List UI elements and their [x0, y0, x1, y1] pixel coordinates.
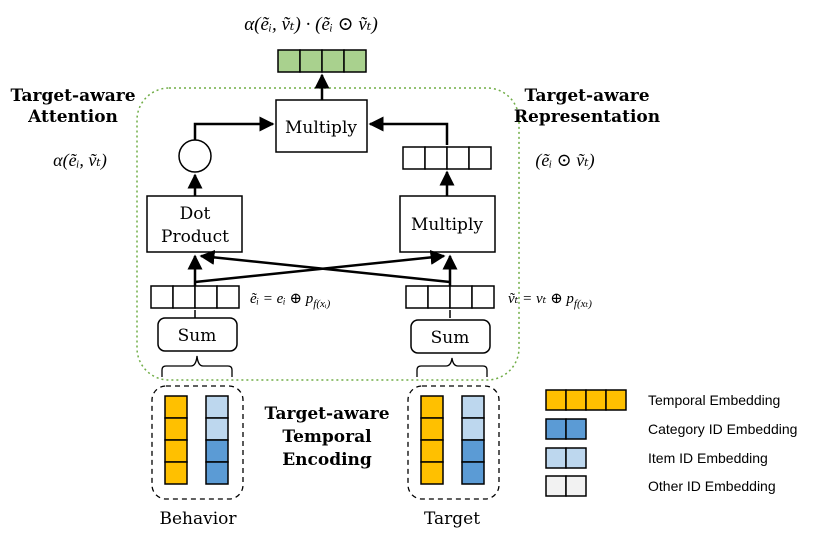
representation-label-line1: Target-aware	[524, 86, 649, 106]
legend-item-item: Item ID Embedding	[545, 447, 768, 469]
sum-right-box	[410, 319, 491, 354]
behavior-embedding-formula: ẽᵢ = eᵢ ⊕ pf(xᵢ)	[250, 291, 331, 310]
target-group-box	[407, 385, 500, 500]
dot-product-box	[146, 195, 243, 253]
attention-weight-formula: α(ẽᵢ, ṽₜ)	[53, 150, 107, 171]
arrow-product-to-multiply	[368, 116, 449, 145]
legend-label-other: Other ID Embedding	[648, 478, 776, 494]
behavior-id-column	[205, 395, 229, 485]
legend: Temporal Embedding Category ID Embedding…	[545, 389, 797, 497]
encoding-label-line1: Target-aware	[264, 404, 389, 424]
target-label: Target	[424, 509, 480, 529]
legend-item-category: Category ID Embedding	[545, 418, 797, 440]
legend-label-item: Item ID Embedding	[648, 450, 768, 466]
multiply-right-label: Multiply	[411, 215, 483, 235]
multiply-right-box	[399, 195, 496, 253]
sum-left-box	[157, 317, 238, 352]
multiply-top-label: Multiply	[285, 118, 357, 138]
output-formula: α(ẽᵢ, ṽₜ) · (ẽᵢ ⊙ ṽₜ)	[244, 14, 378, 35]
legend-item-other: Other ID Embedding	[545, 475, 776, 497]
product-vector	[402, 146, 492, 170]
target-embedding-formula: ṽₜ = vₜ ⊕ pf(xₜ)	[508, 291, 592, 310]
brace-left	[161, 355, 233, 377]
target-id-column	[461, 395, 485, 485]
attention-weight-circle	[178, 139, 212, 173]
sum-left-label: Sum	[178, 326, 217, 346]
brace-right	[416, 357, 488, 377]
dot-product-label-line1: Dot	[180, 204, 211, 224]
arrow-target-to-dot	[199, 249, 451, 284]
target-temporal-column	[420, 395, 444, 485]
sum-right-label: Sum	[431, 328, 470, 348]
behavior-temporal-column	[164, 395, 188, 485]
behavior-group-box	[151, 385, 244, 500]
legend-label-temporal: Temporal Embedding	[648, 392, 780, 408]
multiply-top-box	[275, 99, 368, 153]
attention-label-line2: Attention	[27, 107, 118, 127]
dot-product-label-line2: Product	[161, 227, 229, 247]
attention-label-line1: Target-aware	[10, 86, 135, 106]
output-vector	[277, 49, 367, 73]
legend-item-temporal: Temporal Embedding	[545, 389, 780, 411]
target-aware-region	[136, 87, 520, 381]
target-embedding-vector	[405, 285, 495, 309]
representation-label-line2: Representation	[514, 107, 660, 127]
behavior-embedding-vector	[150, 285, 240, 309]
legend-label-category: Category ID Embedding	[648, 421, 797, 437]
elementwise-product-formula: (ẽᵢ ⊙ ṽₜ)	[535, 150, 594, 171]
encoding-label-line2: Temporal	[282, 427, 372, 447]
arrow-circle-to-multiply	[193, 116, 275, 140]
behavior-label: Behavior	[159, 509, 237, 529]
encoding-label-line3: Encoding	[282, 450, 372, 470]
